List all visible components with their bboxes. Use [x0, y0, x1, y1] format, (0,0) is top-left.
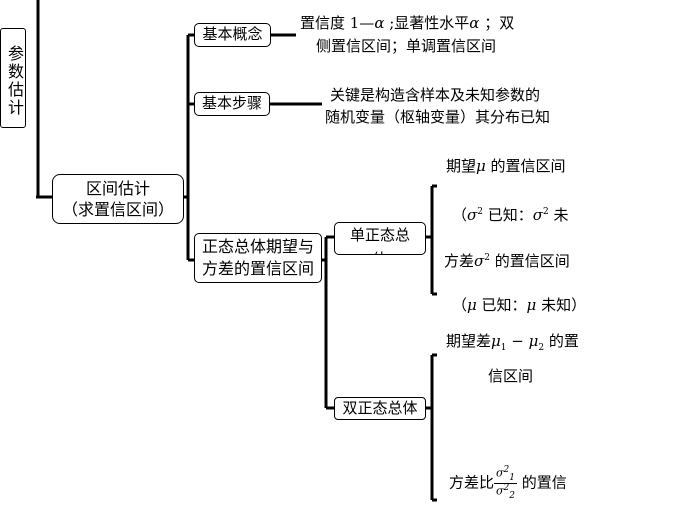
root-node: 参数估计 — [0, 28, 26, 128]
basic-concept-node: 基本概念 — [194, 23, 271, 47]
single-sigma-known: （σ2 已知：σ2 未 — [452, 206, 569, 224]
interval-subtitle: （求置信区间） — [61, 200, 174, 219]
root-label: 参数估计 — [5, 44, 24, 117]
interval-title: 区间估计 — [85, 179, 150, 198]
basic-concept-desc-line1: 置信度 1—α ;显著性水平α ；双 — [300, 14, 515, 32]
normal-params-node: 正态总体期望与 方差的置信区间 — [194, 233, 322, 283]
normal-params-line1: 正态总体期望与 — [201, 237, 314, 256]
double-mean-diff: 期望差μ1 − μ2 的置 — [446, 332, 579, 353]
basic-steps-node: 基本步骤 — [194, 92, 270, 116]
basic-concept-desc-line2: 侧置信区间；单调置信区间 — [316, 37, 497, 55]
basic-steps-desc-line2: 随机变量（枢轴变量）其分布已知 — [325, 108, 551, 126]
double-normal-node: 双正态总体 — [334, 397, 426, 420]
single-normal-label: 单正态总体 — [349, 226, 410, 254]
double-normal-label: 双正态总体 — [342, 399, 418, 417]
single-variance-interval: 方差σ2 的置信区间 — [444, 252, 570, 270]
normal-params-line2: 方差的置信区间 — [201, 259, 314, 278]
double-mean-diff-line2: 信区间 — [488, 367, 534, 385]
single-normal-node: 单正态总体 — [334, 222, 426, 255]
single-mean-interval: 期望μ 的置信区间 — [446, 157, 566, 175]
single-mu-known: （μ 已知：μ 未知） — [452, 296, 587, 314]
interval-estimation-node: 区间估计 （求置信区间） — [52, 174, 184, 224]
basic-steps-label: 基本步骤 — [201, 94, 262, 112]
basic-concept-label: 基本概念 — [202, 25, 263, 43]
basic-steps-desc-line1: 关键是构造含样本及未知参数的 — [330, 86, 541, 104]
